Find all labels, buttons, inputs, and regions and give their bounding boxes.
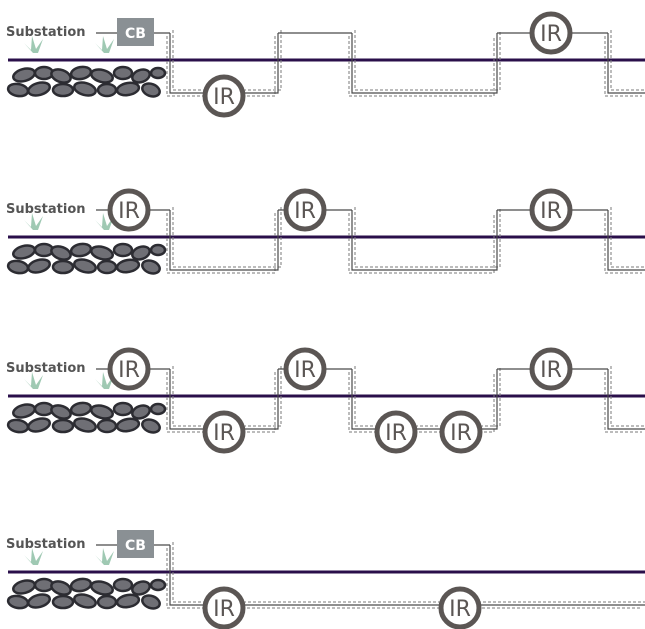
rock-pile-icon [5,241,167,277]
interrupter-ring [529,347,573,391]
interrupter-icon: IR [438,586,482,629]
interrupter-label: IR [450,421,472,446]
interrupter-label: IR [118,358,140,383]
interrupter-icon: IR [529,11,573,55]
cable-sheath-outer [604,372,642,433]
substation-label: Substation [6,537,86,552]
interrupter-icon: IR [202,410,246,454]
interrupter-ring [529,11,573,55]
cable-sheath-inner [172,366,282,427]
interrupter-label: IR [213,597,235,622]
interrupter-icon: IR [283,347,327,391]
circuit-breaker-box [117,530,154,558]
substation-label: Substation [6,361,86,376]
cable-sheath-outer [348,213,495,274]
circuit-breaker-label: CB [125,26,146,42]
cable-core [169,545,645,606]
interrupter-ring [107,347,151,391]
interrupter-icon: IR [439,410,483,454]
cable-sheath-outer [166,372,276,433]
cable-sheath-outer [348,36,495,97]
cable-sheath-outer [166,548,642,609]
cable-core [351,33,498,94]
cable-sheath-outer [604,36,642,97]
interrupter-ring [529,188,573,232]
interrupter-ring [283,347,327,391]
rocks [5,241,167,277]
cable-core [351,210,498,271]
interrupter-icon: IR [374,410,418,454]
interrupter-icon: IR [107,347,151,391]
interrupter-label: IR [540,358,562,383]
interrupter-label: IR [385,421,407,446]
interrupter-label: IR [118,199,140,224]
substation-label: Substation [6,25,86,40]
interrupter-icon: IR [283,188,327,232]
cable-sheath-inner [610,366,645,427]
scenario-2: Substation IR IR IR [5,188,645,277]
interrupter-label: IR [294,358,316,383]
circuit-breaker-icon: CB [117,530,154,558]
interrupter-label: IR [449,597,471,622]
circuit-breaker-icon: CB [117,18,154,46]
cable-sheath-outer [604,213,642,274]
cable-sheath-inner [172,207,282,268]
interrupter-ring [374,410,418,454]
interrupter-icon: IR [202,586,246,629]
interrupter-icon: IR [529,188,573,232]
cable-sheath-inner [354,207,501,268]
circuit-breaker-box [117,18,154,46]
cable-sheath-inner [172,542,645,603]
grass-tuft [95,548,114,565]
interrupter-ring [202,586,246,629]
cable-core [351,369,498,430]
cable-sheath-inner [354,366,501,427]
interrupter-icon: IR [107,188,151,232]
interrupter-label: IR [540,199,562,224]
cable-core [169,210,279,271]
scenario-4: Substation CB IR IR [5,530,645,629]
cable-sheath-outer [166,213,276,274]
cable-sheath-outer [348,372,495,433]
rocks [5,400,167,436]
cable-core [607,210,645,271]
interrupter-label: IR [294,199,316,224]
interrupter-icon: IR [202,74,246,118]
substation-label: Substation [6,202,86,217]
rock-pile-icon [5,64,167,100]
cable-sheath-inner [610,30,645,91]
cable-sheath-inner [172,30,282,91]
interrupter-ring [283,188,327,232]
interrupter-icon: IR [529,347,573,391]
rocks [5,576,167,612]
cable-sheath-outer [166,36,276,97]
interrupter-ring [202,74,246,118]
interrupter-label: IR [213,421,235,446]
circuit-breaker-label: CB [125,538,146,554]
cable-core [607,369,645,430]
interrupter-label: IR [213,85,235,110]
rock-pile-icon [5,576,167,612]
cable-sheath-inner [354,30,501,91]
interrupter-ring [202,410,246,454]
rocks [5,64,167,100]
cable-core [607,33,645,94]
interrupter-ring [107,188,151,232]
rock-pile-icon [5,400,167,436]
interrupter-label: IR [540,22,562,47]
interrupter-ring [438,586,482,629]
cable-sheath-inner [610,207,645,268]
interrupter-ring [439,410,483,454]
scenario-1: Substation CB IR IR [5,11,645,118]
grass-tuft [95,36,114,53]
